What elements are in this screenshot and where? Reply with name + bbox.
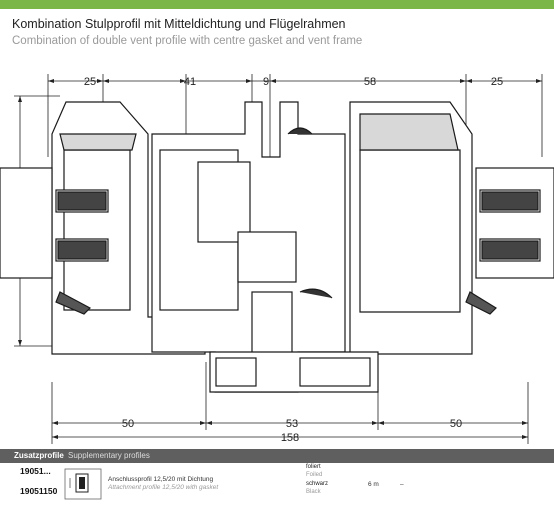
page-subtitle: Combination of double vent profile with … bbox=[12, 35, 363, 47]
color-1-sublabel: Foiled bbox=[306, 472, 323, 478]
centre-gasket bbox=[287, 127, 313, 135]
dim-9: 9 bbox=[263, 76, 269, 88]
description-en: Attachment profile 12,5/20 with gasket bbox=[108, 484, 219, 491]
left-glazing bbox=[0, 167, 53, 279]
dim-58: 58 bbox=[364, 76, 376, 88]
length-value: 6 m bbox=[368, 481, 379, 488]
part-number-2: 19051150 bbox=[20, 486, 58, 496]
dim-53: 53 bbox=[286, 418, 298, 430]
color-2-sublabel: Black bbox=[306, 489, 321, 495]
dim-50-left: 50 bbox=[122, 418, 134, 430]
dim-25-right: 25 bbox=[491, 76, 503, 88]
part-number-1: 19051... bbox=[20, 466, 51, 476]
supplementary-header-bar bbox=[0, 449, 554, 463]
profile-drawing: 25 41 9 58 25 82 50 53 50 158 bbox=[0, 74, 554, 444]
extra-value: – bbox=[400, 481, 404, 488]
description-de: Anschlussprofil 12,5/20 mit Dichtung bbox=[108, 476, 214, 483]
dim-25-left: 25 bbox=[84, 76, 96, 88]
page-title: Kombination Stulpprofil mit Mitteldichtu… bbox=[12, 17, 346, 31]
dim-50-right: 50 bbox=[450, 418, 462, 430]
supplementary-title: Zusatzprofile bbox=[14, 451, 64, 460]
footer-area bbox=[0, 513, 554, 532]
profile-section bbox=[0, 101, 554, 393]
dim-total: 158 bbox=[281, 432, 299, 444]
header-accent-bar bbox=[0, 0, 554, 9]
supplementary-subtitle: Supplementary profiles bbox=[68, 451, 150, 460]
color-1-label: foliert bbox=[306, 464, 321, 470]
attachment-profile-icon bbox=[64, 468, 102, 500]
dim-41: 41 bbox=[184, 76, 196, 88]
color-2-label: schwarz bbox=[306, 481, 329, 487]
